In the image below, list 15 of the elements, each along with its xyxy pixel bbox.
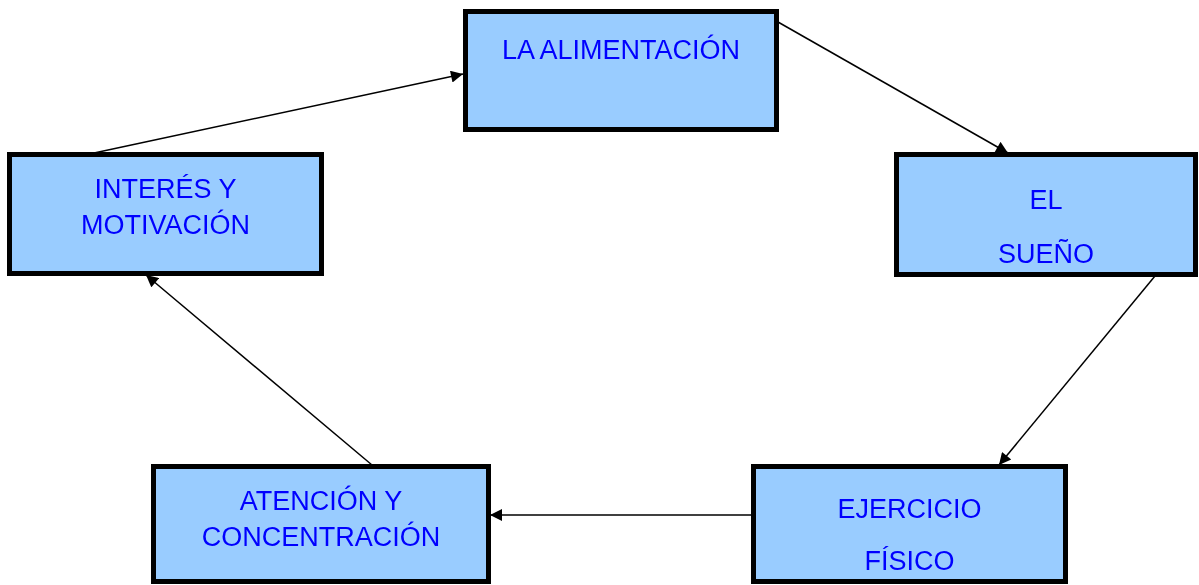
process-box <box>894 152 1198 277</box>
arrow <box>998 275 1156 466</box>
process-box <box>151 464 491 584</box>
arrow <box>777 21 1009 154</box>
arrow <box>489 509 752 521</box>
box-label: INTERÉS Y MOTIVACIÓN <box>80 173 251 242</box>
arrow <box>145 274 373 466</box>
process-box <box>7 152 324 276</box>
process-box <box>463 9 779 132</box>
box-label: EJERCICIO FÍSICO <box>836 493 983 578</box>
arrow <box>93 70 464 154</box>
box-label: ATENCIÓN Y CONCENTRACIÓN <box>200 484 442 554</box>
box-label: LA ALIMENTACIÓN <box>500 33 742 67</box>
process-box <box>751 464 1068 584</box>
box-label: EL SUEÑO <box>997 184 1095 271</box>
